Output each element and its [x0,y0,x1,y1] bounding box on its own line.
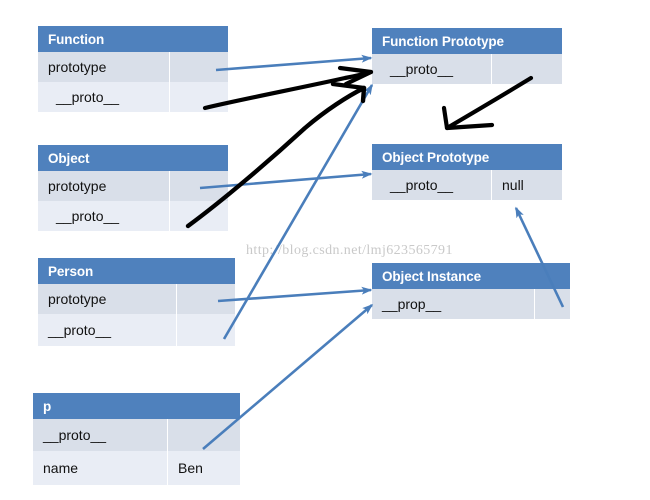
arrow-object-instance-to-object-prototype [514,206,565,308]
box-object-row-1-key: __proto__ [38,201,170,231]
box-person: Person prototype __proto__ [38,258,235,346]
arrow-person-proto-to-function-prototype-box [222,83,374,340]
box-person-row-0-key: prototype [38,284,177,314]
box-p-row-1-value: Ben [178,460,203,476]
table-row: __proto__ [33,419,240,451]
box-object-prototype-row-0-value: null [502,177,524,193]
box-person-header: Person [38,258,235,284]
table-row: prototype [38,284,235,314]
box-p-header: p [33,393,240,419]
box-function: Function prototype __proto__ [38,26,228,112]
box-object-instance: Object Instance __prop__ [372,263,570,319]
box-object-row-0-key: prototype [38,171,170,201]
box-object-prototype-header: Object Prototype [372,144,562,170]
table-row: __proto__ [38,314,235,346]
box-function-prototype-row-0-key: __proto__ [372,54,492,84]
table-row: prototype [38,171,228,201]
box-function-row-1-key: __proto__ [38,82,170,112]
box-function-row-0-key: prototype [38,52,170,82]
box-person-row-1-key: __proto__ [38,314,177,346]
box-object: Object prototype __proto__ [38,145,228,231]
box-p-row-0-key: __proto__ [33,419,168,451]
arrow-function-prototype-proto-to-object-prototype [441,75,534,131]
arrow-object-prototype-to-object-prototype-box [199,170,373,190]
arrow-function-proto-to-function-prototype-box [202,65,374,111]
box-object-instance-row-0-key: __prop__ [372,289,535,319]
box-p: p __proto__ name Ben [33,393,240,485]
box-object-header: Object [38,145,228,171]
arrow-person-prototype-to-object-instance [217,286,373,303]
box-object-prototype: Object Prototype __proto__ null [372,144,562,200]
table-row: prototype [38,52,228,82]
box-function-prototype-header: Function Prototype [372,28,562,54]
table-row: __proto__ null [372,170,562,200]
arrow-function-prototype-to-function-prototype-box [215,54,373,72]
box-object-instance-header: Object Instance [372,263,570,289]
box-function-prototype: Function Prototype __proto__ [372,28,562,84]
arrow-object-proto-to-function-prototype-box [185,81,367,229]
table-row: __proto__ [38,201,228,231]
arrow-p-proto-to-object-instance [202,304,374,450]
table-row: __proto__ [38,82,228,112]
table-row: __prop__ [372,289,570,319]
table-row: name Ben [33,451,240,485]
box-function-header: Function [38,26,228,52]
watermark-text: http://blog.csdn.net/lmj623565791 [246,243,453,258]
box-p-row-1-key: name [33,451,168,485]
box-object-prototype-row-0-key: __proto__ [372,170,492,200]
